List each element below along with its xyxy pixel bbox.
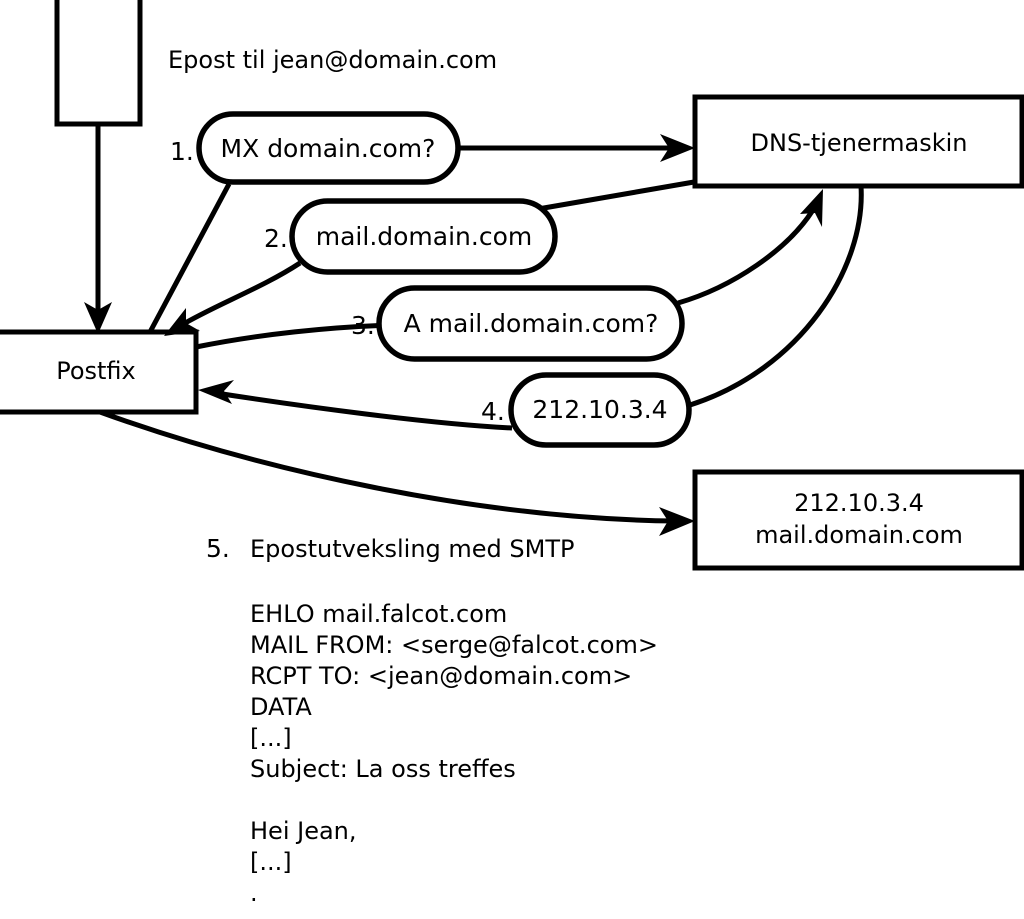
edge-postfix-to-step1-tail [147, 182, 232, 334]
smtp-transcript-line: EHLO mail.falcot.com [250, 600, 507, 628]
step-bubble-2 [289, 198, 558, 275]
step-bubble-4 [508, 372, 692, 448]
edge-postfix-to-step3 [195, 322, 393, 350]
step-number-3: 3. [351, 311, 375, 340]
smtp-transcript-line: MAIL FROM: <serge@falcot.com> [250, 631, 658, 659]
node-postfix-label: Postfix [56, 357, 136, 385]
edge-step2-to-postfix [178, 260, 302, 329]
smtp-transcript-line: RCPT TO: <jean@domain.com> [250, 662, 632, 690]
smtp-transcript-line: DATA [250, 693, 312, 721]
edge-postfix-to-mailhost [99, 409, 677, 524]
node-mail-host-label-hostname: mail.domain.com [755, 521, 963, 549]
edge-dns-to-step2 [537, 179, 695, 212]
email-to-caption: Epost til jean@domain.com [168, 46, 497, 74]
node-client-box [54, 0, 143, 127]
step-number-1: 1. [170, 137, 194, 166]
step-number-5: 5. [206, 534, 230, 563]
step-5-label: Epostutveksling med SMTP [250, 535, 574, 563]
smtp-transcript-line: Subject: La oss treffes [250, 755, 516, 783]
arrowhead-step2-to-postfix [164, 308, 200, 336]
node-dns-server-box [692, 94, 1024, 189]
step-bubble-3-label: A mail.domain.com? [404, 309, 659, 338]
arrowhead-step1-to-dns [660, 134, 695, 162]
node-postfix-box [0, 329, 199, 415]
arrowhead-client-to-postfix [84, 302, 112, 334]
edge-step3-to-dns [677, 203, 819, 306]
smtp-transcript-line: Hei Jean, [250, 817, 357, 845]
smtp-transcript-line: [...] [250, 724, 292, 752]
step-bubble-4-label: 212.10.3.4 [532, 395, 667, 424]
node-dns-server-label: DNS-tjenermaskin [751, 129, 968, 157]
step-bubble-1-label: MX domain.com? [221, 134, 436, 163]
step-bubble-2-label: mail.domain.com [316, 222, 532, 251]
arrowhead-postfix-to-mailhost [659, 507, 695, 536]
node-mail-host-box [692, 469, 1024, 571]
smtp-transcript-line: . [250, 879, 258, 907]
smtp-transcript-line: [...] [250, 848, 292, 876]
arrowhead-step4-to-postfix [198, 380, 234, 404]
edge-step4-to-postfix [215, 390, 513, 431]
step-number-4: 4. [481, 397, 505, 426]
edge-dns-to-step4 [689, 185, 864, 408]
node-mail-host-label-ip: 212.10.3.4 [794, 489, 924, 517]
arrowhead-step3-to-dns [800, 189, 823, 227]
step-bubble-1 [196, 111, 461, 185]
step-number-2: 2. [264, 224, 288, 253]
step-bubble-3 [376, 285, 685, 362]
